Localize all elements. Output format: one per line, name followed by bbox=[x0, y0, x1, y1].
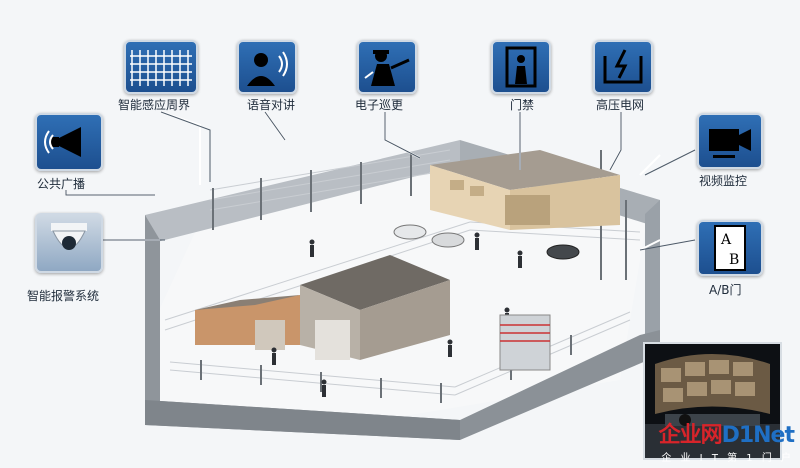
label-perimeter: 智能感应周界 bbox=[118, 98, 191, 112]
dome-camera-icon[interactable] bbox=[35, 213, 103, 273]
label-video: 视频监控 bbox=[699, 174, 748, 188]
label-ab-door: A/B门 bbox=[709, 283, 742, 297]
watermark-logo-cn: 企业网 bbox=[658, 423, 723, 448]
gate-structure bbox=[499, 314, 551, 371]
vehicles bbox=[393, 224, 580, 260]
watermark-logo-en: D1Net bbox=[721, 423, 795, 448]
control-room-inset bbox=[643, 342, 782, 460]
label-broadcast: 公共广播 bbox=[37, 177, 86, 191]
label-alarm: 智能报警系统 bbox=[27, 289, 100, 303]
label-hv-fence: 高压电网 bbox=[596, 98, 645, 112]
ab-icon-a: A bbox=[720, 232, 732, 248]
label-patrol: 电子巡更 bbox=[355, 98, 404, 112]
patrol-guard-icon[interactable] bbox=[357, 40, 417, 94]
ab-door-icon[interactable]: A B bbox=[697, 220, 763, 276]
door-gate-icon[interactable] bbox=[491, 40, 551, 94]
watermark-subtitle: 企 业 I T 第 1 门 户 bbox=[661, 453, 794, 464]
lightning-icon[interactable] bbox=[593, 40, 653, 94]
watermark: 企业网D1Net 企 业 I T 第 1 门 户 bbox=[658, 417, 795, 464]
camera-icon[interactable] bbox=[697, 113, 763, 169]
fence-icon[interactable] bbox=[124, 40, 198, 94]
label-access: 门禁 bbox=[510, 98, 535, 112]
label-intercom: 语音对讲 bbox=[247, 98, 296, 112]
watermark-logo: 企业网D1Net bbox=[658, 417, 795, 449]
megaphone-icon[interactable] bbox=[35, 113, 103, 171]
wall-right bbox=[645, 200, 660, 340]
ab-icon-b: B bbox=[729, 252, 739, 268]
building-front-roof bbox=[300, 255, 450, 310]
wall-back-left bbox=[145, 140, 460, 245]
building-back-roof bbox=[430, 150, 620, 190]
wall-left bbox=[145, 215, 160, 420]
speaker-person-icon[interactable] bbox=[237, 40, 297, 94]
